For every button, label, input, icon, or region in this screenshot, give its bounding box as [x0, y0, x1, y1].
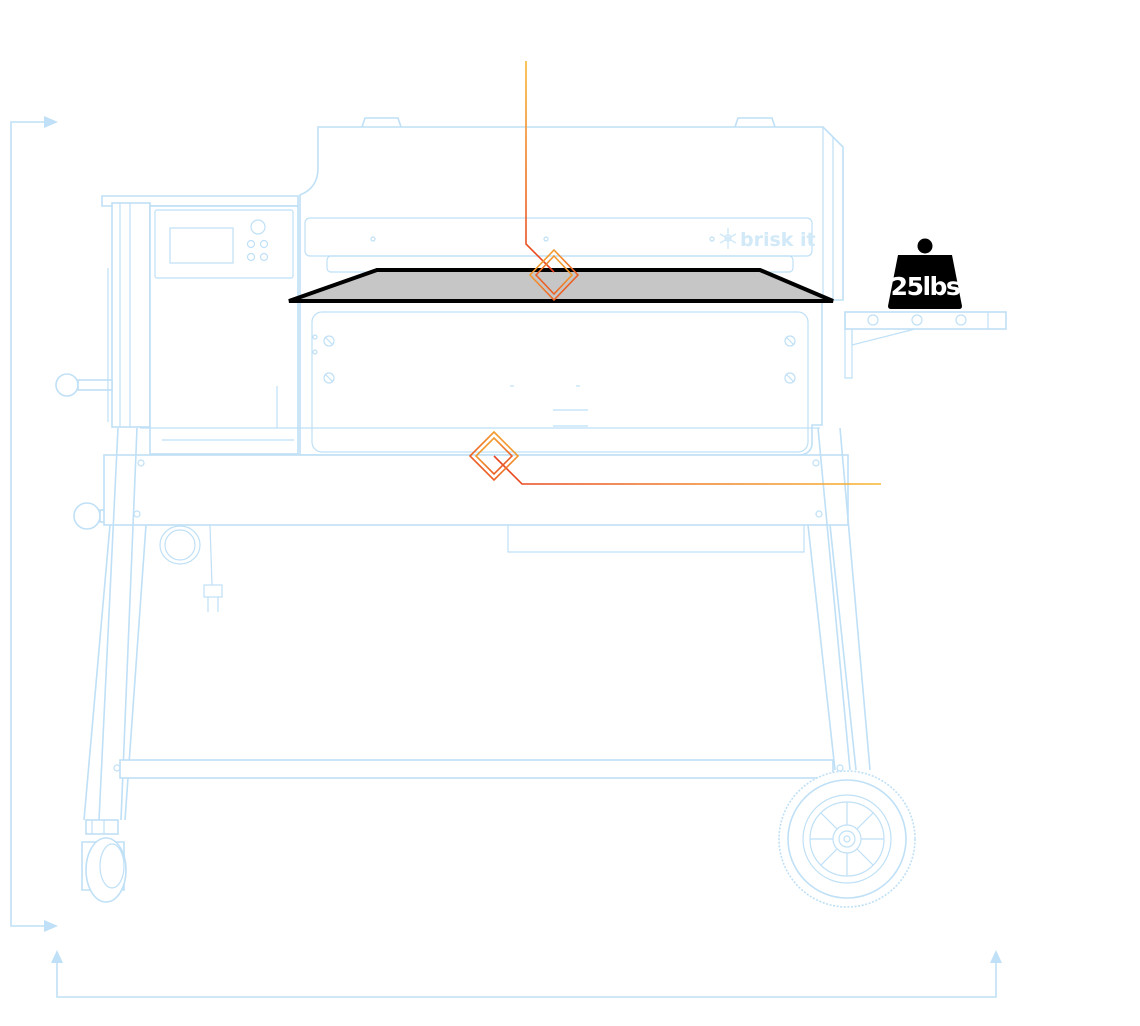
height-dimension-line — [10, 116, 58, 932]
brand-logo: brisk it — [719, 228, 816, 251]
weight-label: 25lbs — [891, 272, 960, 301]
callout-top-diamond-icon — [528, 248, 580, 302]
callout-bottom — [468, 430, 881, 485]
side-shelf — [844, 311, 1007, 379]
hopper-knob-icon — [55, 268, 113, 422]
brand-flame-icon — [719, 228, 737, 249]
callout-bottom-diamond-icon — [468, 430, 520, 482]
callout-top — [525, 61, 580, 302]
power-cord-icon — [159, 524, 223, 612]
grill-outline: brisk it — [55, 117, 1007, 908]
rear-wheel-icon — [778, 770, 916, 908]
kettlebell-weight-icon — [888, 238, 962, 309]
weight-badge: 25lbs — [888, 238, 962, 309]
brand-name: brisk it — [740, 229, 816, 251]
caster-wheel-icon — [81, 819, 127, 903]
width-dimension-line — [51, 950, 1002, 998]
